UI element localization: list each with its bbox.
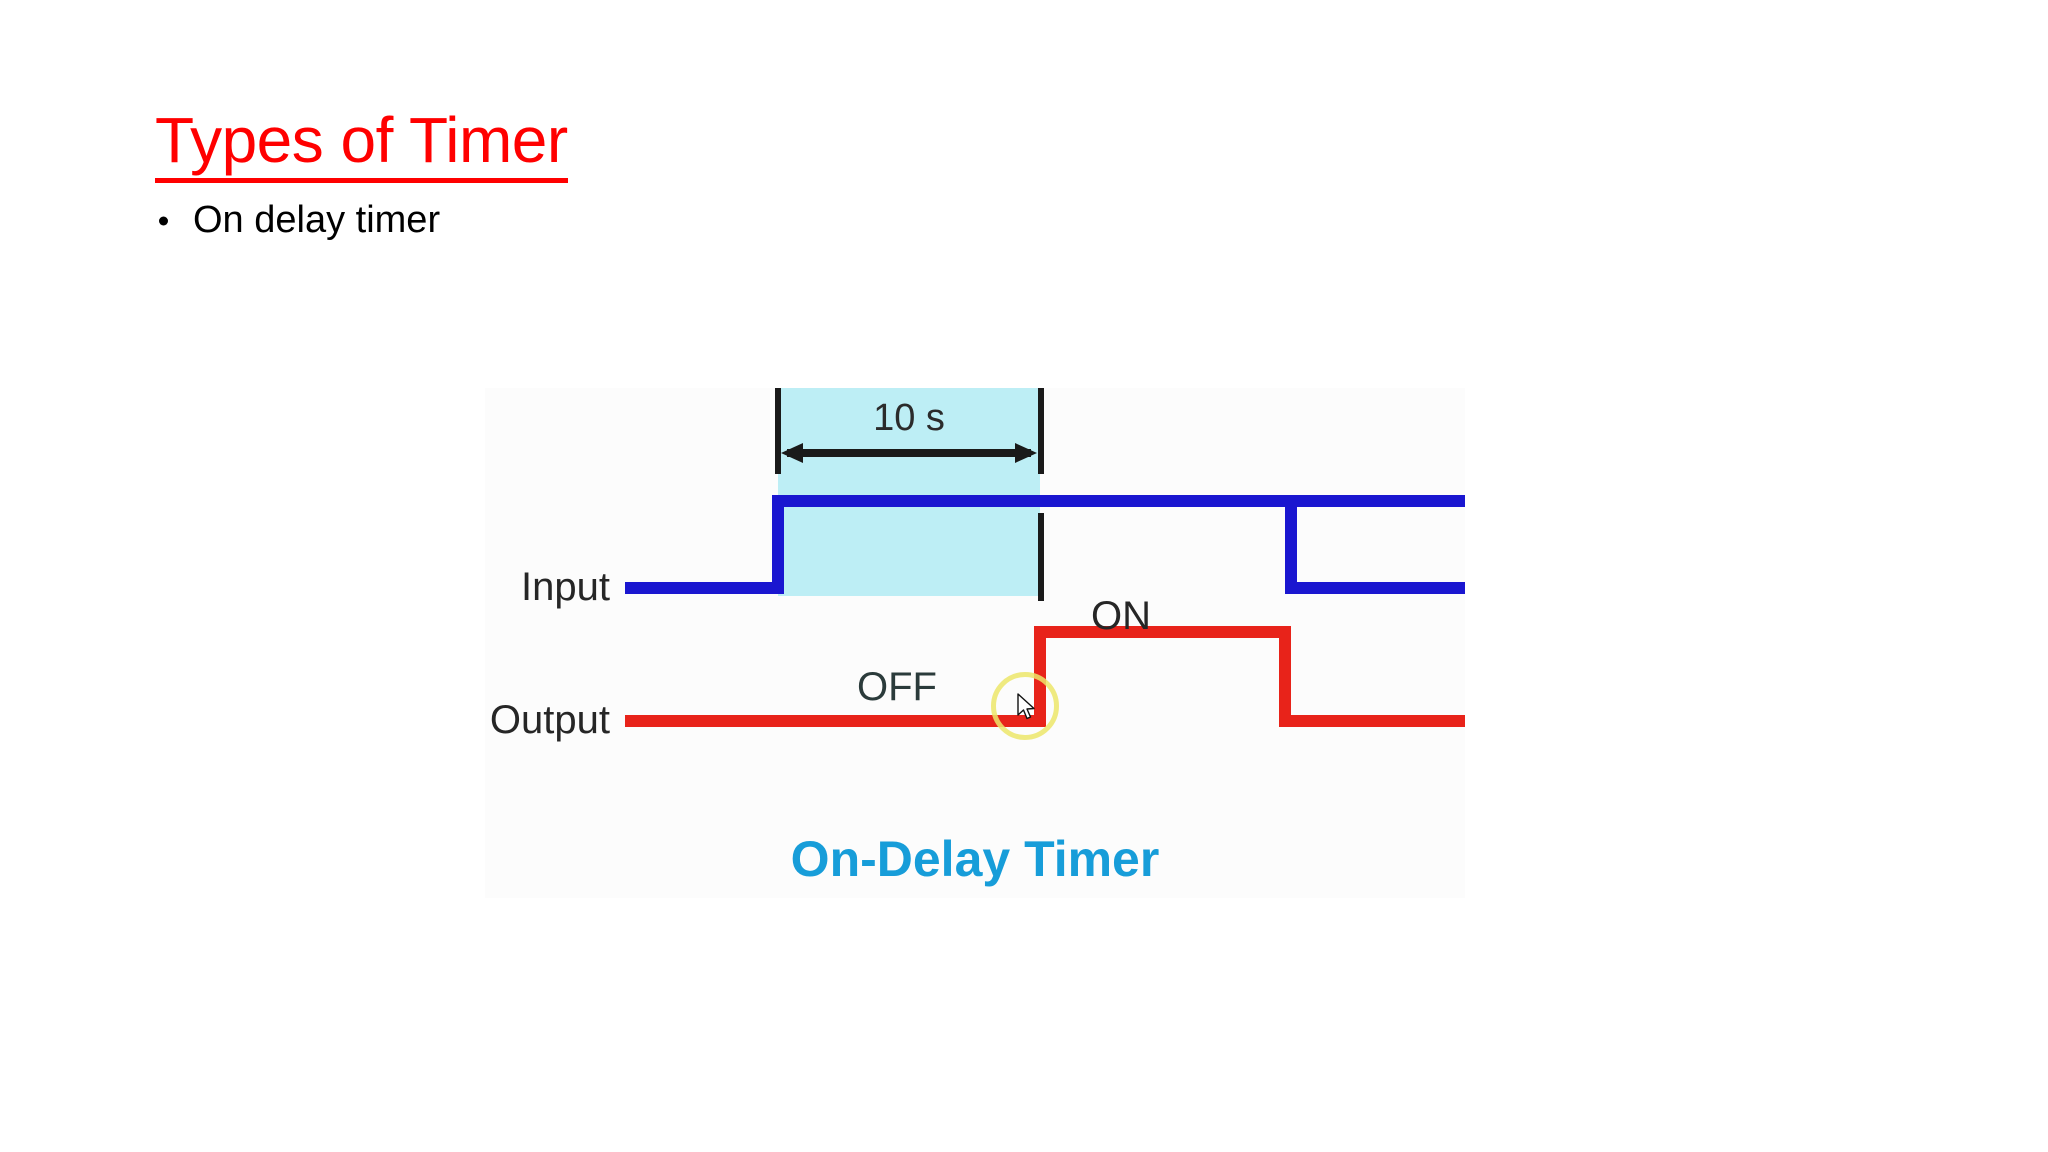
input-waveform	[625, 495, 1465, 594]
bullet-dot-icon	[159, 216, 168, 226]
dimension-tick-right	[1038, 388, 1044, 474]
diagram-caption: On-Delay Timer	[790, 831, 1160, 887]
timing-diagram-svg: 10 s Input Output OFF ON	[485, 388, 1465, 898]
state-on-label: ON	[1091, 594, 1151, 638]
bullet-list: On delay timer	[152, 196, 440, 245]
delay-band-region	[778, 388, 1040, 596]
list-item-label: On delay timer	[193, 199, 441, 241]
input-label: Input	[521, 565, 610, 609]
duration-label: 10 s	[873, 397, 945, 439]
output-waveform	[625, 626, 1465, 727]
state-off-label: OFF	[857, 665, 937, 709]
dimension-tick-left	[775, 388, 781, 474]
timing-diagram-image[interactable]: 10 s Input Output OFF ON On-Delay Timer	[485, 388, 1465, 898]
output-transition-tick	[1038, 513, 1044, 601]
page-title: Types of Timer	[155, 104, 568, 184]
duration-arrow	[781, 443, 1037, 463]
list-item: On delay timer	[152, 196, 440, 245]
output-label: Output	[490, 698, 610, 742]
page-title-text: Types of Timer	[155, 104, 568, 184]
